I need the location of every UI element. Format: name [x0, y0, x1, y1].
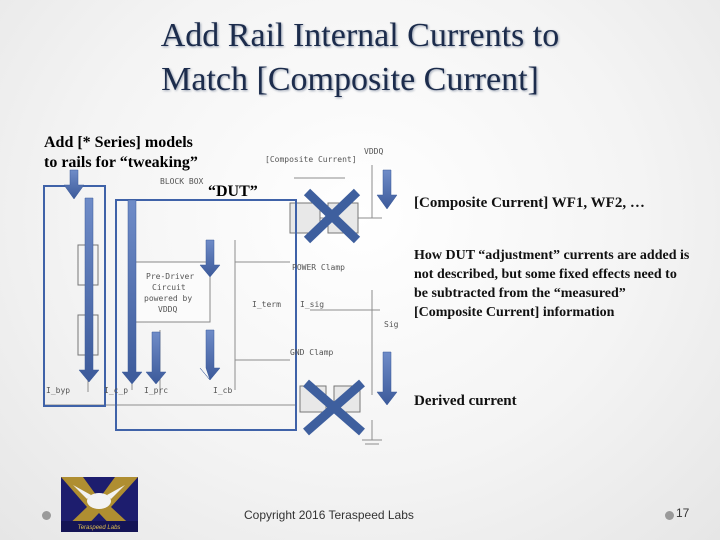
- current-arrow-cp: [121, 199, 143, 385]
- label-i-byp: I_byp: [46, 386, 70, 395]
- label-vddq: VDDQ: [364, 147, 383, 156]
- label-i-cb: I_cb: [213, 386, 232, 395]
- tweaking-note-line-1: Add [* Series] models: [44, 134, 193, 151]
- label-composite-current: [Composite Current]: [265, 155, 357, 164]
- pre-driver-line-1: Pre-Driver: [146, 272, 194, 281]
- label-block-box: BLOCK BOX: [160, 177, 204, 186]
- label-gnd-clamp: GND Clamp: [290, 348, 334, 357]
- cross-bottom-b: [303, 379, 365, 436]
- label-i-sig: I_sig: [300, 300, 324, 309]
- current-arrow-derived: [376, 351, 398, 406]
- page-number: 17: [676, 506, 690, 520]
- pre-driver-line-4: VDDQ: [158, 305, 177, 314]
- dut-label: “DUT”: [208, 183, 258, 200]
- pre-driver-line-3: powered by: [144, 294, 192, 303]
- current-arrow-cb-bottom: [199, 329, 221, 381]
- current-arrow-byp: [63, 169, 85, 200]
- slide-title: Add Rail Internal Currents to Match [Com…: [0, 14, 720, 102]
- footer-bullet-right: [665, 511, 674, 520]
- tweaking-note: Add [* Series] models to rails for “twea…: [44, 133, 198, 173]
- label-i-prc: I_prc: [144, 386, 168, 395]
- adjustment-description: How DUT “adjustment” currents are added …: [414, 248, 690, 320]
- label-sig: Sig: [384, 320, 399, 329]
- current-arrow-prc: [145, 331, 167, 385]
- title-line-2: Match [Composite Current]: [161, 61, 539, 98]
- tweaking-note-line-2: to rails for “tweaking”: [44, 154, 198, 171]
- teraspeed-logo: Teraspeed Labs: [61, 477, 138, 532]
- current-arrow-cb-top: [199, 239, 221, 278]
- copyright-footer: Copyright 2016 Teraspeed Labs: [244, 508, 414, 522]
- derived-current-label: Derived current: [414, 393, 517, 409]
- logo-text: Teraspeed Labs: [78, 525, 121, 531]
- current-arrow-composite: [376, 169, 398, 210]
- label-i-c-p: I_c_p: [104, 386, 128, 395]
- footer-bullet-left: [42, 511, 51, 520]
- current-arrow-esr: [78, 197, 100, 383]
- label-i-term: I_term: [252, 300, 281, 309]
- title-line-1: Add Rail Internal Currents to: [160, 17, 560, 54]
- label-power-clamp: POWER Clamp: [292, 263, 345, 272]
- cross-top-b: [303, 188, 361, 244]
- pre-driver-line-2: Circuit: [152, 283, 186, 292]
- composite-waveforms-text: [Composite Current] WF1, WF2, …: [414, 195, 645, 211]
